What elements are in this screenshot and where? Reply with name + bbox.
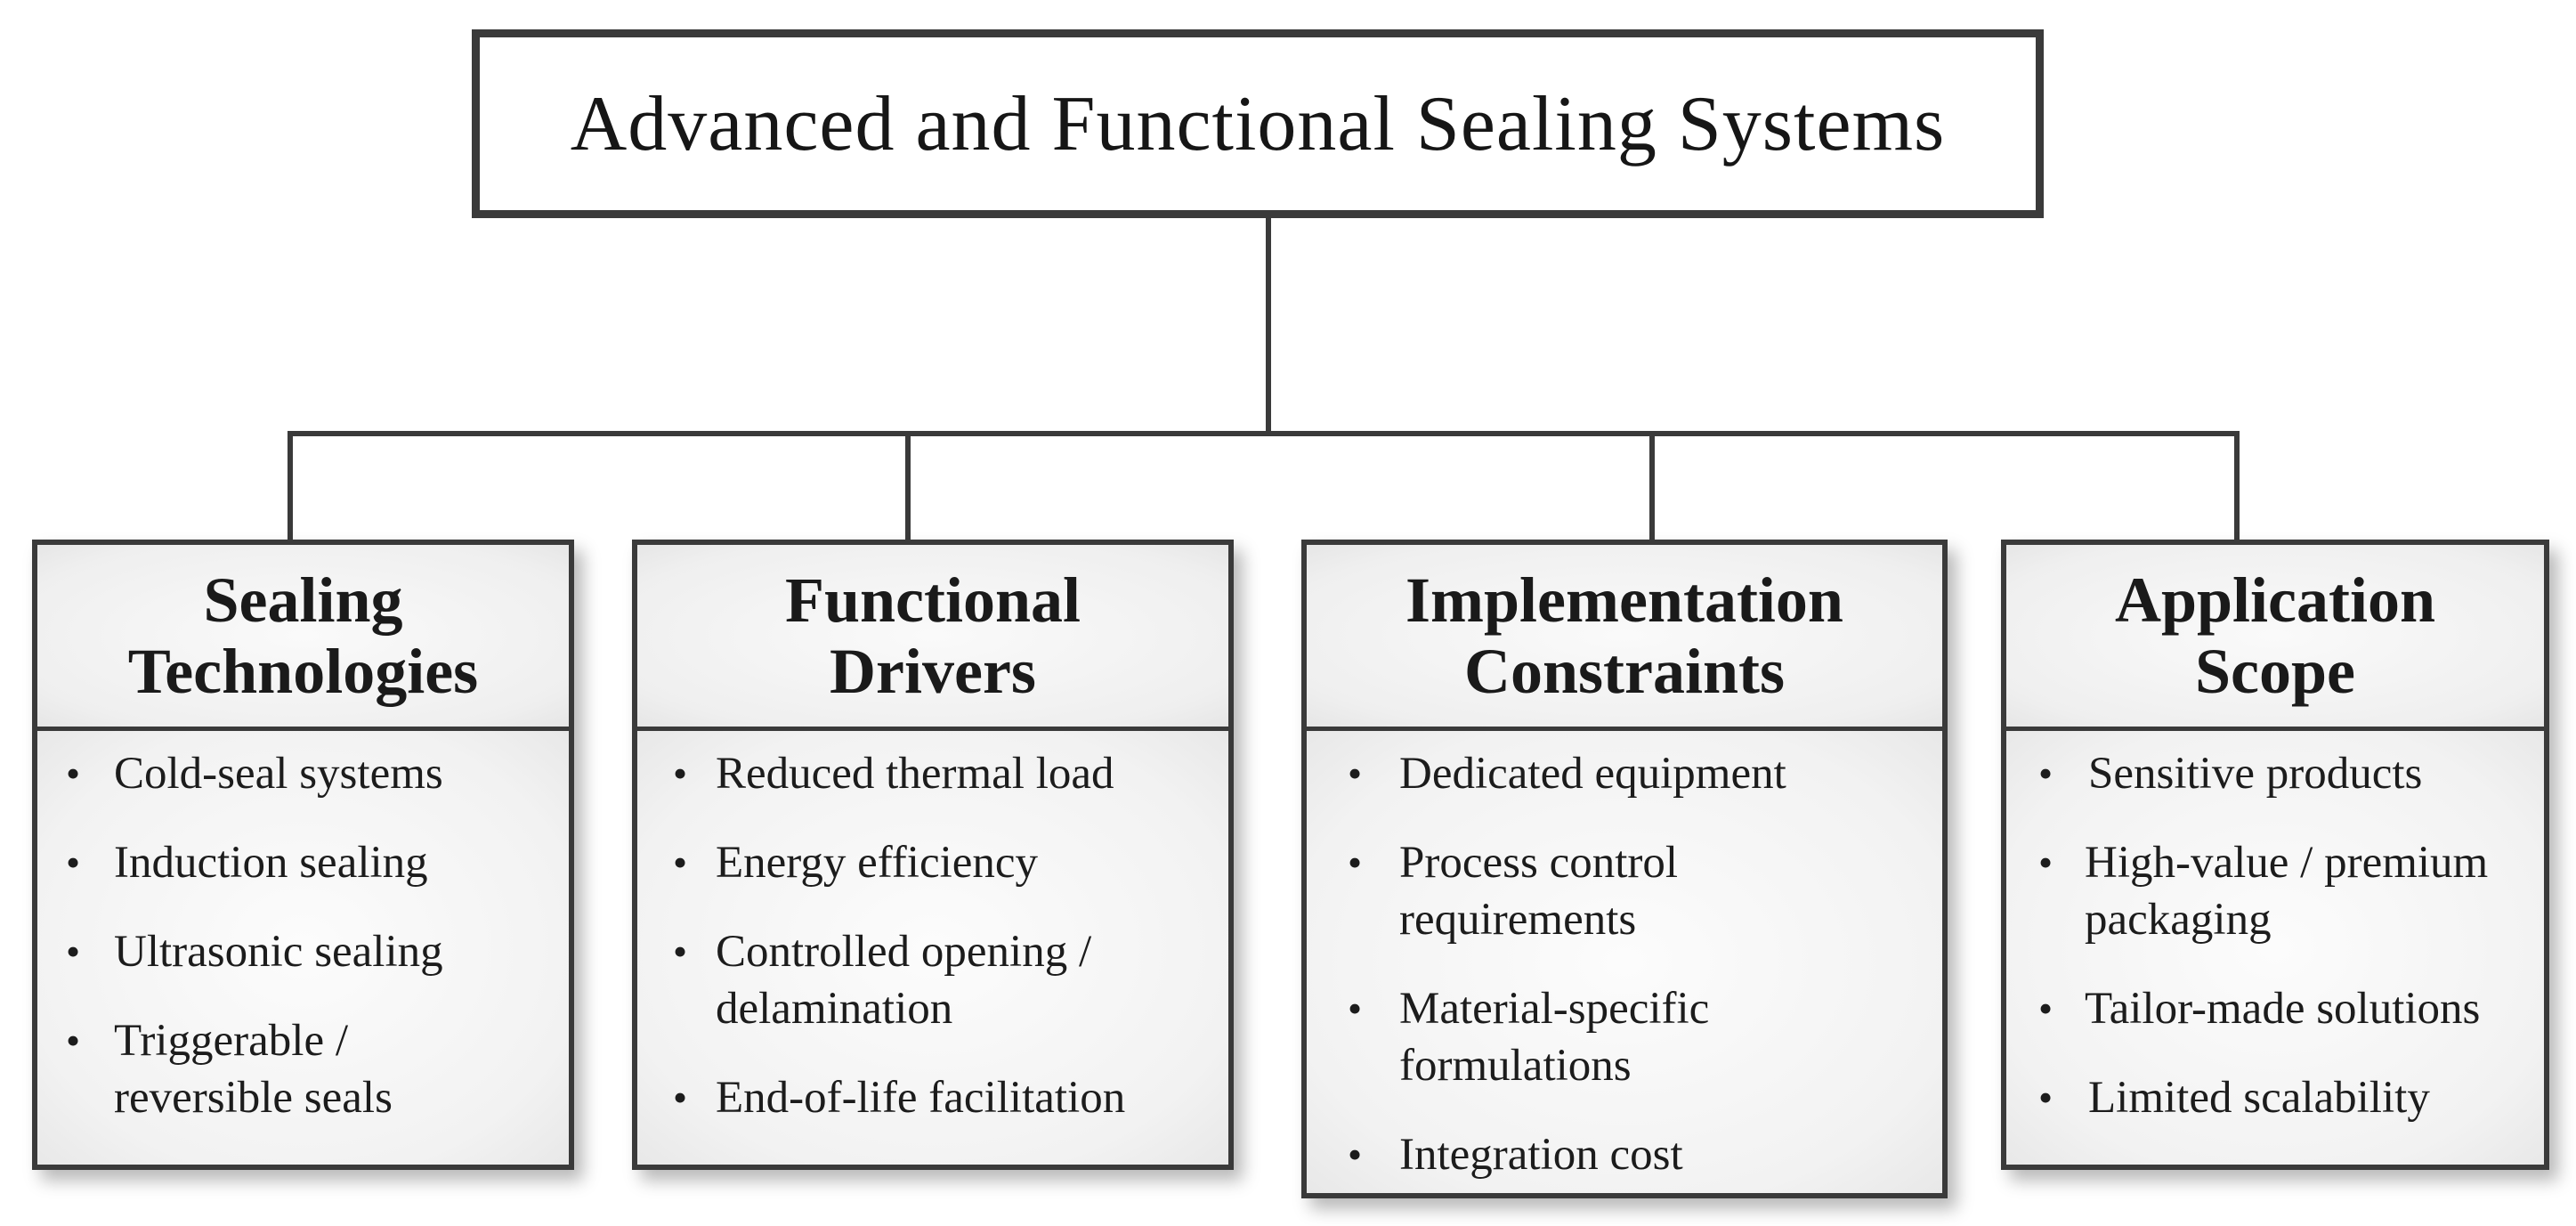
list-item: • Induction sealing <box>37 834 569 891</box>
item-text: Ultrasonic sealing <box>114 927 443 977</box>
list-item: • Reduced thermal load <box>637 745 1228 802</box>
category-title: Sealing Technologies <box>128 564 478 707</box>
category-title-line: Functional <box>784 564 1081 636</box>
category-body: • Dedicated equipment • Process control … <box>1307 731 1942 1193</box>
item-text: Limited scalability <box>2088 1073 2430 1123</box>
bullet-icon: • <box>1348 986 1363 1031</box>
item-text: Sensitive products <box>2088 749 2423 799</box>
bullet-icon: • <box>66 751 81 796</box>
list-item: • Sensitive products <box>2006 745 2544 802</box>
list-item: • High-value / premium packaging <box>2006 834 2544 948</box>
bullet-icon: • <box>1348 751 1363 796</box>
bullet-icon: • <box>2038 840 2054 885</box>
category-title: Implementation Constraints <box>1405 564 1843 707</box>
bullet-icon: • <box>673 840 688 885</box>
category-header: Functional Drivers <box>637 545 1228 731</box>
item-text: Process control requirements <box>1399 838 1679 945</box>
category-title: Application Scope <box>2115 564 2435 707</box>
list-item: • Dedicated equipment <box>1307 745 1942 802</box>
bullet-icon: • <box>1348 840 1363 885</box>
item-list: • Cold-seal systems • Induction sealing … <box>37 731 569 1126</box>
category-title-line: Constraints <box>1463 636 1786 707</box>
category-header: Implementation Constraints <box>1307 545 1942 731</box>
list-item: • End-of-life facilitation <box>637 1069 1228 1126</box>
category-title-line: Application <box>2114 564 2436 636</box>
item-list: • Sensitive products • High-value / prem… <box>2006 731 2544 1126</box>
category-title-line: Implementation <box>1405 564 1843 636</box>
item-text: Integration cost <box>1399 1130 1683 1180</box>
category-functional-drivers: Functional Drivers • Reduced thermal loa… <box>632 540 1234 1170</box>
category-title: Functional Drivers <box>785 564 1081 707</box>
list-item: • Material-specific formulations <box>1307 980 1942 1094</box>
category-implementation-constraints: Implementation Constraints • Dedicated e… <box>1301 540 1948 1198</box>
list-item: • Limited scalability <box>2006 1069 2544 1126</box>
item-text: Controlled opening / delamination <box>716 927 1092 1034</box>
category-title-line: Drivers <box>830 636 1036 707</box>
item-text: Dedicated equipment <box>1399 749 1786 799</box>
item-list: • Reduced thermal load • Energy efficien… <box>637 731 1228 1126</box>
category-title-line: Scope <box>2194 636 2355 707</box>
item-text: Material-specific formulations <box>1399 984 1710 1091</box>
list-item: • Energy efficiency <box>637 834 1228 891</box>
item-text: Reduced thermal load <box>716 749 1114 799</box>
root-title: Advanced and Functional Sealing Systems <box>570 80 1946 167</box>
item-text: Energy efficiency <box>716 838 1039 888</box>
list-item: • Triggerable / reversible seals <box>37 1012 569 1126</box>
category-header: Sealing Technologies <box>37 545 569 731</box>
list-item: • Controlled opening / delamination <box>637 923 1228 1037</box>
category-title-line: Technologies <box>127 636 479 707</box>
category-header: Application Scope <box>2006 545 2544 731</box>
category-sealing-technologies: Sealing Technologies • Cold-seal systems… <box>32 540 574 1170</box>
item-text: Induction sealing <box>114 838 428 888</box>
item-text: Cold-seal systems <box>114 749 443 799</box>
bullet-icon: • <box>2038 1075 2054 1120</box>
category-title-line: Sealing <box>203 564 403 636</box>
category-body: • Reduced thermal load • Energy efficien… <box>637 731 1228 1165</box>
list-item: • Tailor-made solutions <box>2006 980 2544 1037</box>
category-application-scope: Application Scope • Sensitive products •… <box>2001 540 2549 1170</box>
list-item: • Ultrasonic sealing <box>37 923 569 980</box>
bullet-icon: • <box>673 1075 688 1120</box>
category-body: • Cold-seal systems • Induction sealing … <box>37 731 569 1165</box>
root-node: Advanced and Functional Sealing Systems <box>472 29 2044 218</box>
item-text: End-of-life facilitation <box>716 1073 1126 1123</box>
bullet-icon: • <box>66 929 81 974</box>
item-text: Triggerable / reversible seals <box>114 1016 393 1123</box>
list-item: • Process control requirements <box>1307 834 1942 948</box>
bullet-icon: • <box>66 1018 81 1063</box>
bullet-icon: • <box>66 840 81 885</box>
category-body: • Sensitive products • High-value / prem… <box>2006 731 2544 1165</box>
item-list: • Dedicated equipment • Process control … <box>1307 731 1942 1183</box>
item-text: High-value / premium packaging <box>2085 838 2489 945</box>
list-item: • Integration cost <box>1307 1126 1942 1183</box>
bullet-icon: • <box>2038 986 2054 1031</box>
bullet-icon: • <box>673 929 688 974</box>
bullet-icon: • <box>2038 751 2054 796</box>
bullet-icon: • <box>1348 1132 1363 1177</box>
item-text: Tailor-made solutions <box>2085 984 2481 1034</box>
bullet-icon: • <box>673 751 688 796</box>
list-item: • Cold-seal systems <box>37 745 569 802</box>
